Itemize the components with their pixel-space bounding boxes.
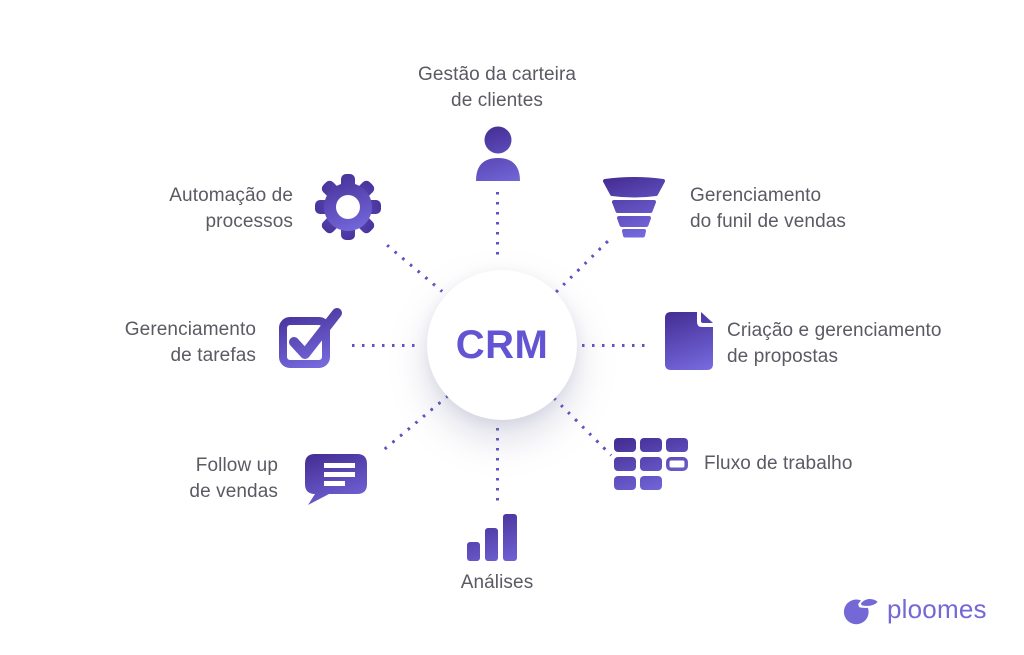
connector-top [496, 192, 499, 262]
person-icon [476, 126, 520, 181]
connector-top-right [555, 239, 610, 294]
connector-bottom-right [552, 397, 613, 457]
label-automation: Automação de processos [169, 185, 293, 232]
connector-right [582, 344, 652, 347]
label-analytics: Análises [460, 572, 534, 593]
bar-chart-icon [467, 514, 517, 561]
connector-left [352, 344, 422, 347]
crm-hub: CRM [427, 270, 577, 420]
connector-bottom [496, 428, 499, 506]
document-icon [665, 312, 713, 370]
chat-bubble-icon [305, 454, 367, 505]
label-workflow: Fluxo de trabalho [704, 453, 853, 474]
ploomes-bird-icon [843, 597, 880, 625]
label-portfolio: Gestão da carteira de clientes [417, 64, 577, 111]
label-tasks: Gerenciamento de tarefas [124, 319, 256, 366]
crm-hub-label: CRM [455, 322, 549, 367]
label-followup: Follow up de vendas [189, 455, 278, 502]
funnel-icon [603, 177, 665, 238]
workflow-grid-icon [614, 438, 688, 490]
checkbox-icon [279, 308, 342, 368]
ploomes-logo: ploomes [842, 592, 987, 626]
gear-icon [315, 174, 381, 240]
connector-bottom-left [382, 394, 449, 451]
ploomes-logo-text: ploomes [887, 593, 987, 624]
connector-top-left [386, 244, 444, 293]
label-funnel: Gerenciamento do funil de vendas [690, 185, 847, 232]
label-proposals: Criação e gerenciamento de propostas [727, 320, 942, 367]
